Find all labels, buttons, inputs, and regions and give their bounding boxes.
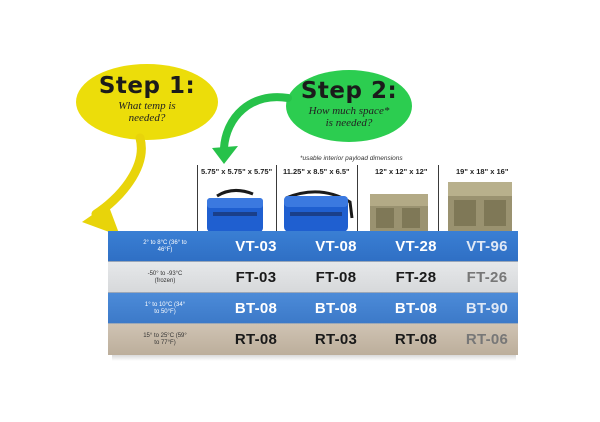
step1-bubble: Step 1: What temp is needed? [76, 64, 218, 140]
step2-question: How much space* is needed? [308, 105, 390, 129]
step2-bubble: Step 2: How much space* is needed? [286, 70, 412, 142]
table-row-bt: 1° to 10°C (34° to 50°F) BT-08 BT-08 BT-… [108, 293, 518, 324]
dimension-col4: 19" x 18" x 16" [456, 167, 509, 176]
model-cell[interactable]: VT-96 [466, 238, 508, 255]
table-row-vt: 2° to 8°C (36° to 46°F) VT-03 VT-08 VT-2… [108, 231, 518, 262]
temp-range-label: -50° to -93°C (frozen) [147, 270, 183, 284]
model-cell[interactable]: VT-08 [315, 238, 357, 255]
cooler-small-blue-image [207, 189, 263, 232]
step1-question: What temp is needed? [118, 100, 176, 124]
row-divider [108, 323, 518, 324]
table-row-ft: -50° to -93°C (frozen) FT-03 FT-08 FT-28… [108, 262, 518, 293]
case-large-tan-image [448, 182, 512, 240]
temp-range-label: 15° to 25°C (59° to 77°F) [143, 332, 187, 346]
step1-title: Step 1: [98, 73, 196, 99]
model-cell[interactable]: RT-06 [465, 331, 509, 348]
table-shadow [112, 355, 516, 361]
model-cell[interactable]: VT-28 [395, 238, 437, 255]
model-cell[interactable]: FT-28 [395, 269, 437, 286]
temp-range-label: 1° to 10°C (34° to 50°F) [144, 301, 186, 315]
dimensions-note: *usable interior payload dimensions [300, 155, 403, 162]
model-cell[interactable]: RT-08 [394, 331, 438, 348]
step1-arrow [91, 133, 146, 219]
case-medium-tan-image [370, 194, 428, 240]
step2-title: Step 2: [300, 78, 398, 104]
row-divider [108, 261, 518, 262]
model-cell[interactable]: FT-03 [235, 269, 277, 286]
dimension-col1: 5.75" x 5.75" x 5.75" [201, 167, 273, 176]
model-cell[interactable]: RT-03 [314, 331, 358, 348]
temp-range-label: 2° to 8°C (36° to 46°F) [143, 239, 187, 253]
model-cell[interactable]: FT-08 [315, 269, 357, 286]
model-cell[interactable]: VT-03 [235, 238, 277, 255]
model-cell[interactable]: BT-08 [234, 300, 278, 317]
dimension-col3: 12" x 12" x 12" [375, 167, 428, 176]
dimension-col2: 11.25" x 8.5" x 6.5" [283, 167, 350, 176]
model-cell[interactable]: BT-90 [465, 300, 509, 317]
step2-arrow [220, 93, 292, 152]
cooler-medium-blue-image [284, 190, 354, 232]
row-divider [108, 292, 518, 293]
table-row-rt: 15° to 25°C (59° to 77°F) RT-08 RT-03 RT… [108, 324, 518, 355]
step2-arrowhead [212, 146, 238, 164]
model-cell[interactable]: RT-08 [234, 331, 278, 348]
model-cell[interactable]: FT-26 [466, 269, 508, 286]
model-cell[interactable]: BT-08 [314, 300, 358, 317]
model-cell[interactable]: BT-08 [394, 300, 438, 317]
step1-arrowhead [82, 204, 120, 236]
